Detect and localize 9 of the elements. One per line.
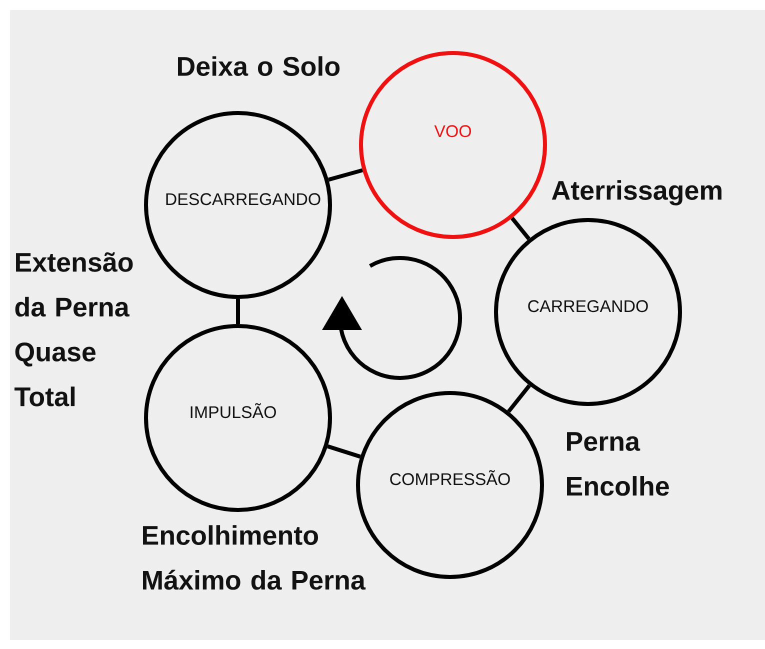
phase-label: Aterrissagem <box>552 180 722 206</box>
connector-line <box>327 444 361 459</box>
phase-label: Deixa o Solo <box>178 56 340 76</box>
phase-label: Extensão da Perna Quase Total <box>14 252 133 406</box>
phase-label: Perna Encolhe <box>567 432 669 496</box>
connector-line <box>236 299 240 324</box>
connector-line <box>328 168 363 182</box>
connector-line <box>507 384 531 413</box>
connector-line <box>510 216 530 240</box>
